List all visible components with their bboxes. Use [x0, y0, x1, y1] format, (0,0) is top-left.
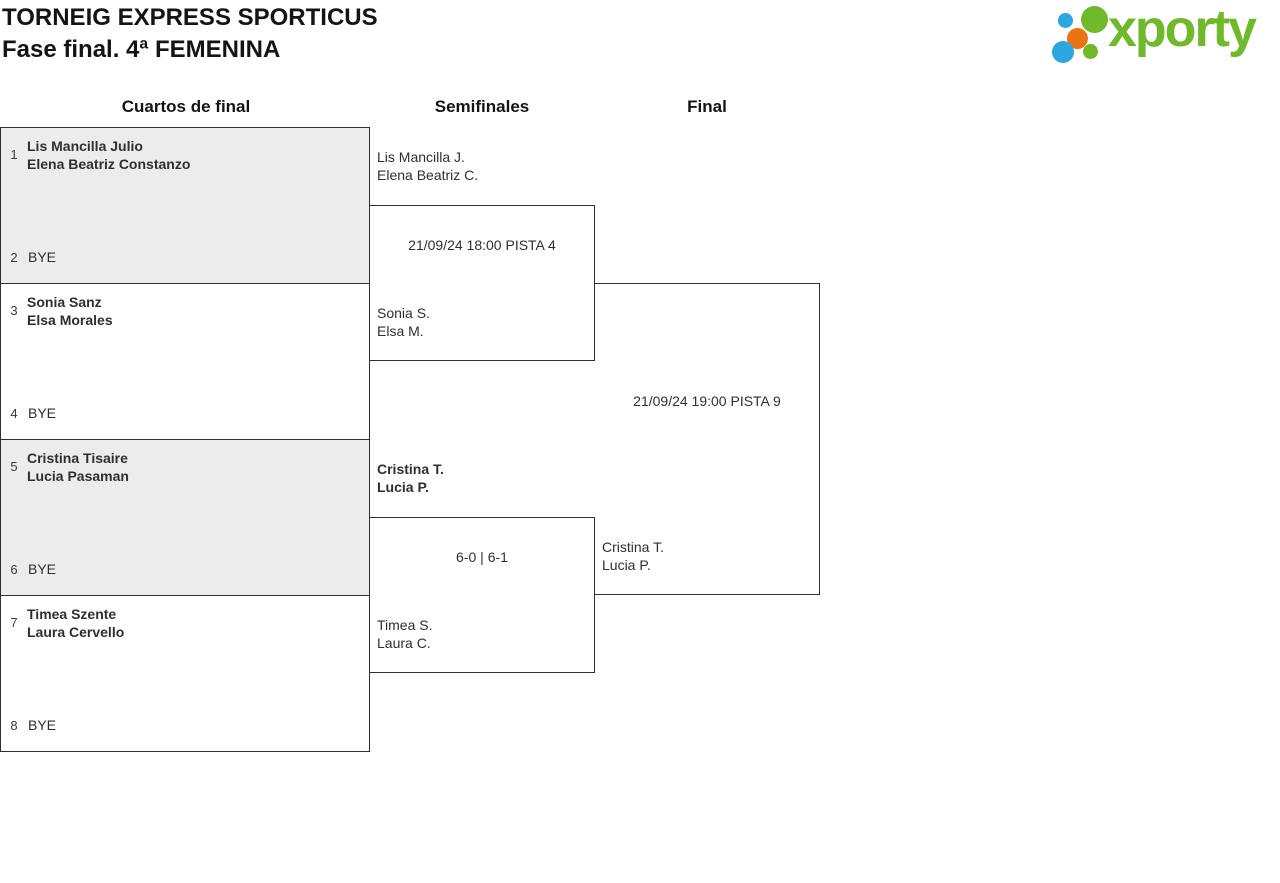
participant-label-sf2-bottom: Timea S. Laura C.	[377, 616, 433, 652]
logo-dot-icon	[1067, 28, 1088, 49]
logo-dot-icon	[1058, 13, 1073, 28]
seed-number: 7	[10, 615, 18, 630]
participant-names: Cristina Tisaire Lucia Pasaman	[27, 449, 129, 485]
participant-names: Lis Mancilla Julio Elena Beatriz Constan…	[27, 137, 190, 173]
participant-names: Timea Szente Laura Cervello	[27, 605, 124, 641]
bye-row: 2 BYE	[6, 248, 56, 267]
player-name: Cristina T.	[602, 539, 664, 555]
round-header-semifinals: Semifinales	[434, 97, 530, 116]
match-box-quarterfinal-2: 3 Sonia Sanz Elsa Morales 4 BYE	[0, 283, 370, 440]
player-name: Laura C.	[377, 635, 431, 651]
seed-number: 3	[10, 303, 18, 318]
bye-row: 4 BYE	[6, 404, 56, 423]
player-name: Lis Mancilla Julio	[27, 138, 143, 154]
match-box-semifinal-1: 21/09/24 18:00 PISTA 4	[370, 205, 595, 361]
player-name: Lis Mancilla J.	[377, 149, 465, 165]
xporty-logo[interactable]: xporty	[1048, 0, 1278, 72]
player-name: Elena Beatriz Constanzo	[27, 156, 191, 172]
participant-label-sf1-bottom: Sonia S. Elsa M.	[377, 304, 430, 340]
player-name: Sonia S.	[377, 305, 430, 321]
bye-label: BYE	[28, 717, 57, 733]
phase-subtitle: Fase final. 4ª FEMENINA	[2, 36, 281, 63]
bye-row: 6 BYE	[6, 560, 56, 579]
participant-label-sf1-top: Lis Mancilla J. Elena Beatriz C.	[377, 148, 478, 184]
bye-label: BYE	[28, 561, 57, 577]
tournament-title: TORNEIG EXPRESS SPORTICUS	[2, 4, 378, 31]
player-name: Cristina T.	[377, 461, 444, 477]
match-box-quarterfinal-3: 5 Cristina Tisaire Lucia Pasaman 6 BYE	[0, 439, 370, 596]
bye-row: 8 BYE	[6, 716, 56, 735]
participant-label-sf2-top: Cristina T. Lucia P.	[377, 460, 444, 496]
participant-label-final-bottom: Cristina T. Lucia P.	[602, 538, 664, 574]
participant-names: Sonia Sanz Elsa Morales	[27, 293, 113, 329]
logo-dot-icon	[1083, 44, 1098, 59]
player-name: Lucia P.	[602, 557, 651, 573]
logo-dot-icon	[1081, 6, 1108, 33]
seed-number: 6	[10, 562, 18, 577]
logo-dot-icon	[1052, 41, 1074, 63]
seed-number: 2	[10, 250, 18, 265]
match-box-quarterfinal-1: 1 Lis Mancilla Julio Elena Beatriz Const…	[0, 127, 370, 284]
match-schedule: 21/09/24 18:00 PISTA 4	[408, 237, 556, 253]
seed-number: 4	[10, 406, 18, 421]
player-name: Lucia Pasaman	[27, 468, 129, 484]
round-header-quarterfinals: Cuartos de final	[121, 97, 251, 116]
player-name: Elsa Morales	[27, 312, 113, 328]
player-name: Elena Beatriz C.	[377, 167, 479, 183]
bye-label: BYE	[28, 405, 57, 421]
player-name: Timea Szente	[27, 606, 117, 622]
seed-number: 5	[10, 459, 18, 474]
match-box-final: 21/09/24 19:00 PISTA 9	[595, 283, 820, 595]
match-score: 6-0 | 6-1	[456, 549, 508, 565]
player-name: Lucia P.	[377, 479, 429, 495]
player-name: Timea S.	[377, 617, 433, 633]
bye-label: BYE	[28, 249, 57, 265]
seed-number: 1	[10, 147, 18, 162]
match-box-quarterfinal-4: 7 Timea Szente Laura Cervello 8 BYE	[0, 595, 370, 752]
player-name: Elsa M.	[377, 323, 424, 339]
player-name: Cristina Tisaire	[27, 450, 128, 466]
seed-number: 8	[10, 718, 18, 733]
player-name: Sonia Sanz	[27, 294, 102, 310]
round-header-final: Final	[687, 97, 727, 116]
match-schedule: 21/09/24 19:00 PISTA 9	[633, 393, 781, 409]
player-name: Laura Cervello	[27, 624, 125, 640]
xporty-wordmark: xporty	[1108, 0, 1257, 58]
match-box-semifinal-2: 6-0 | 6-1	[370, 517, 595, 673]
